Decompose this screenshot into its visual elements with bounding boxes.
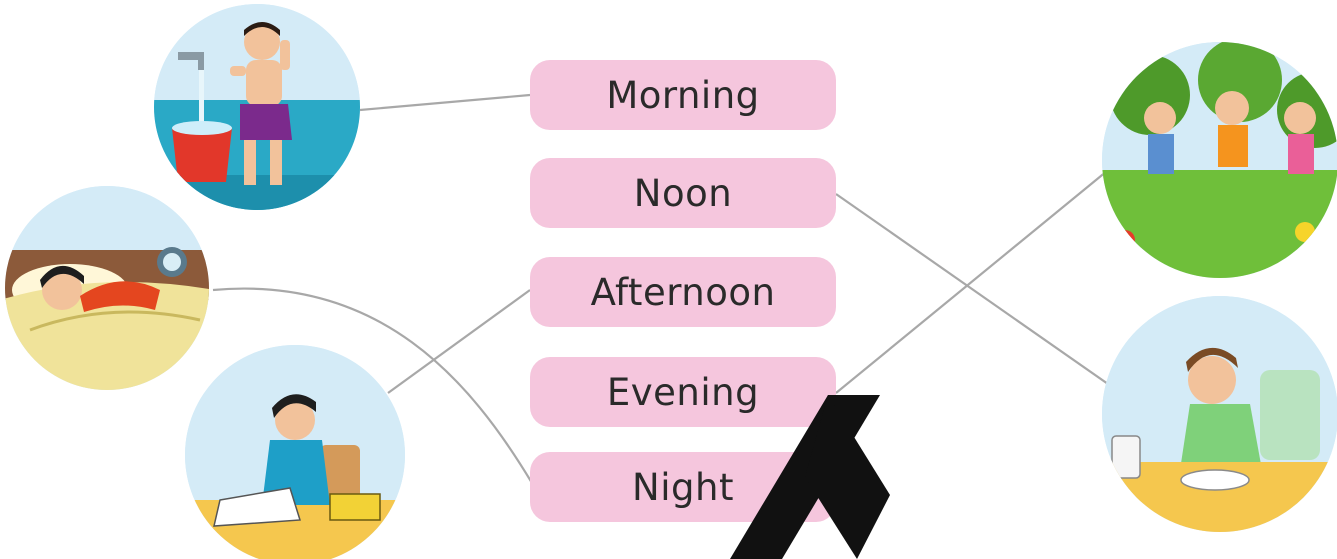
label-noon[interactable]: Noon bbox=[530, 158, 836, 228]
label-evening[interactable]: Evening bbox=[530, 357, 836, 427]
label-morning[interactable]: Morning bbox=[530, 60, 836, 130]
picture-eating[interactable] bbox=[1100, 296, 1337, 542]
line-studying-afternoon bbox=[387, 289, 531, 394]
line-sleeping-night bbox=[212, 287, 533, 484]
label-night-text: Night bbox=[632, 465, 734, 509]
label-noon-text: Noon bbox=[633, 171, 733, 215]
label-evening-text: Evening bbox=[606, 370, 760, 414]
picture-playing[interactable] bbox=[1100, 38, 1337, 280]
line-playing-evening bbox=[835, 161, 1119, 394]
label-afternoon-text: Afternoon bbox=[590, 270, 776, 314]
picture-sleeping[interactable] bbox=[0, 186, 215, 391]
connector-lines bbox=[212, 93, 1119, 484]
label-morning-text: Morning bbox=[606, 73, 760, 117]
label-night[interactable]: Night bbox=[530, 452, 836, 522]
picture-studying[interactable] bbox=[185, 345, 405, 559]
line-bathing-morning bbox=[359, 93, 531, 112]
label-afternoon[interactable]: Afternoon bbox=[530, 257, 836, 327]
picture-bathing[interactable] bbox=[150, 0, 370, 220]
line-noon-eating bbox=[835, 193, 1109, 385]
